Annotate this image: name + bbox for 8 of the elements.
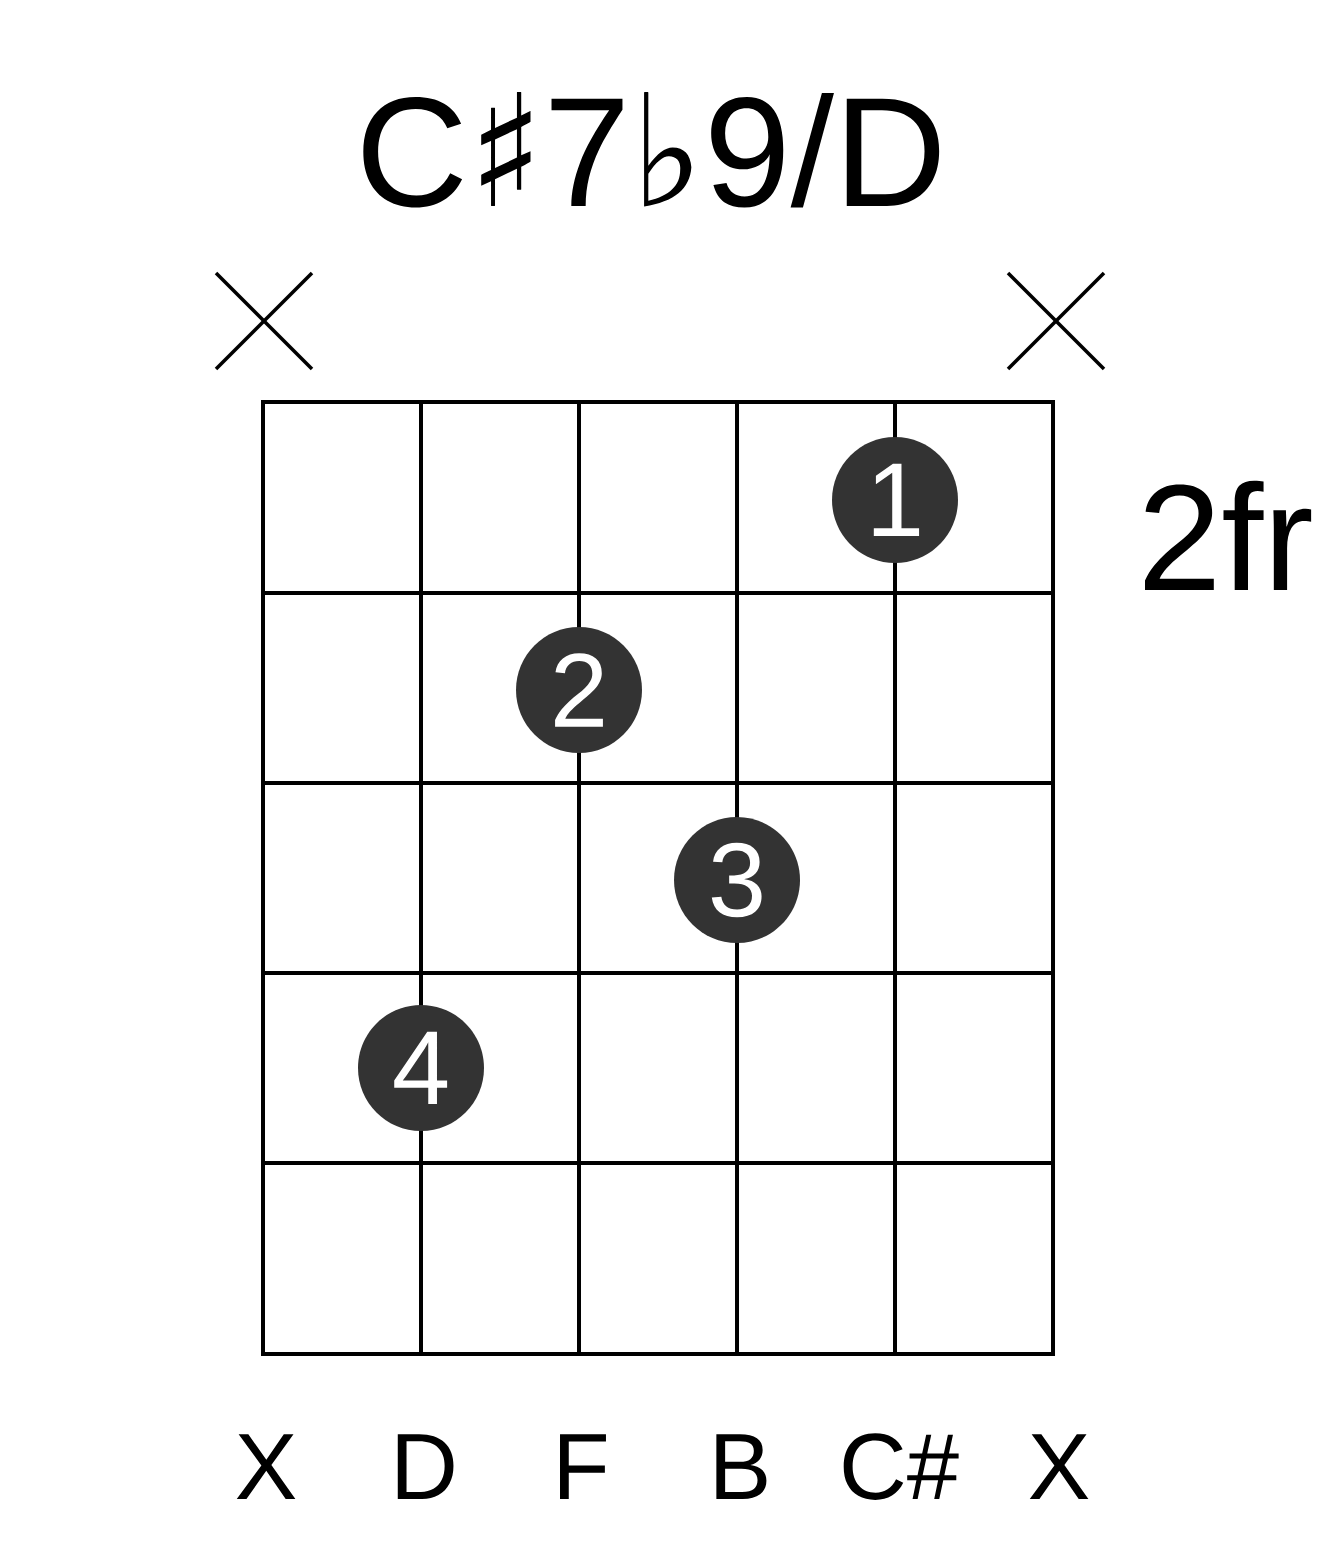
string-label: X bbox=[236, 1434, 296, 1499]
string-label: C# bbox=[843, 1433, 959, 1500]
string-label: D bbox=[397, 1434, 454, 1499]
string-label: X bbox=[1029, 1434, 1089, 1499]
fret-label: 2fr bbox=[1145, 480, 1312, 590]
chord-title: C♯7♭9/D bbox=[363, 91, 940, 208]
string-label: F bbox=[560, 1434, 606, 1499]
string-label: B bbox=[716, 1434, 767, 1499]
